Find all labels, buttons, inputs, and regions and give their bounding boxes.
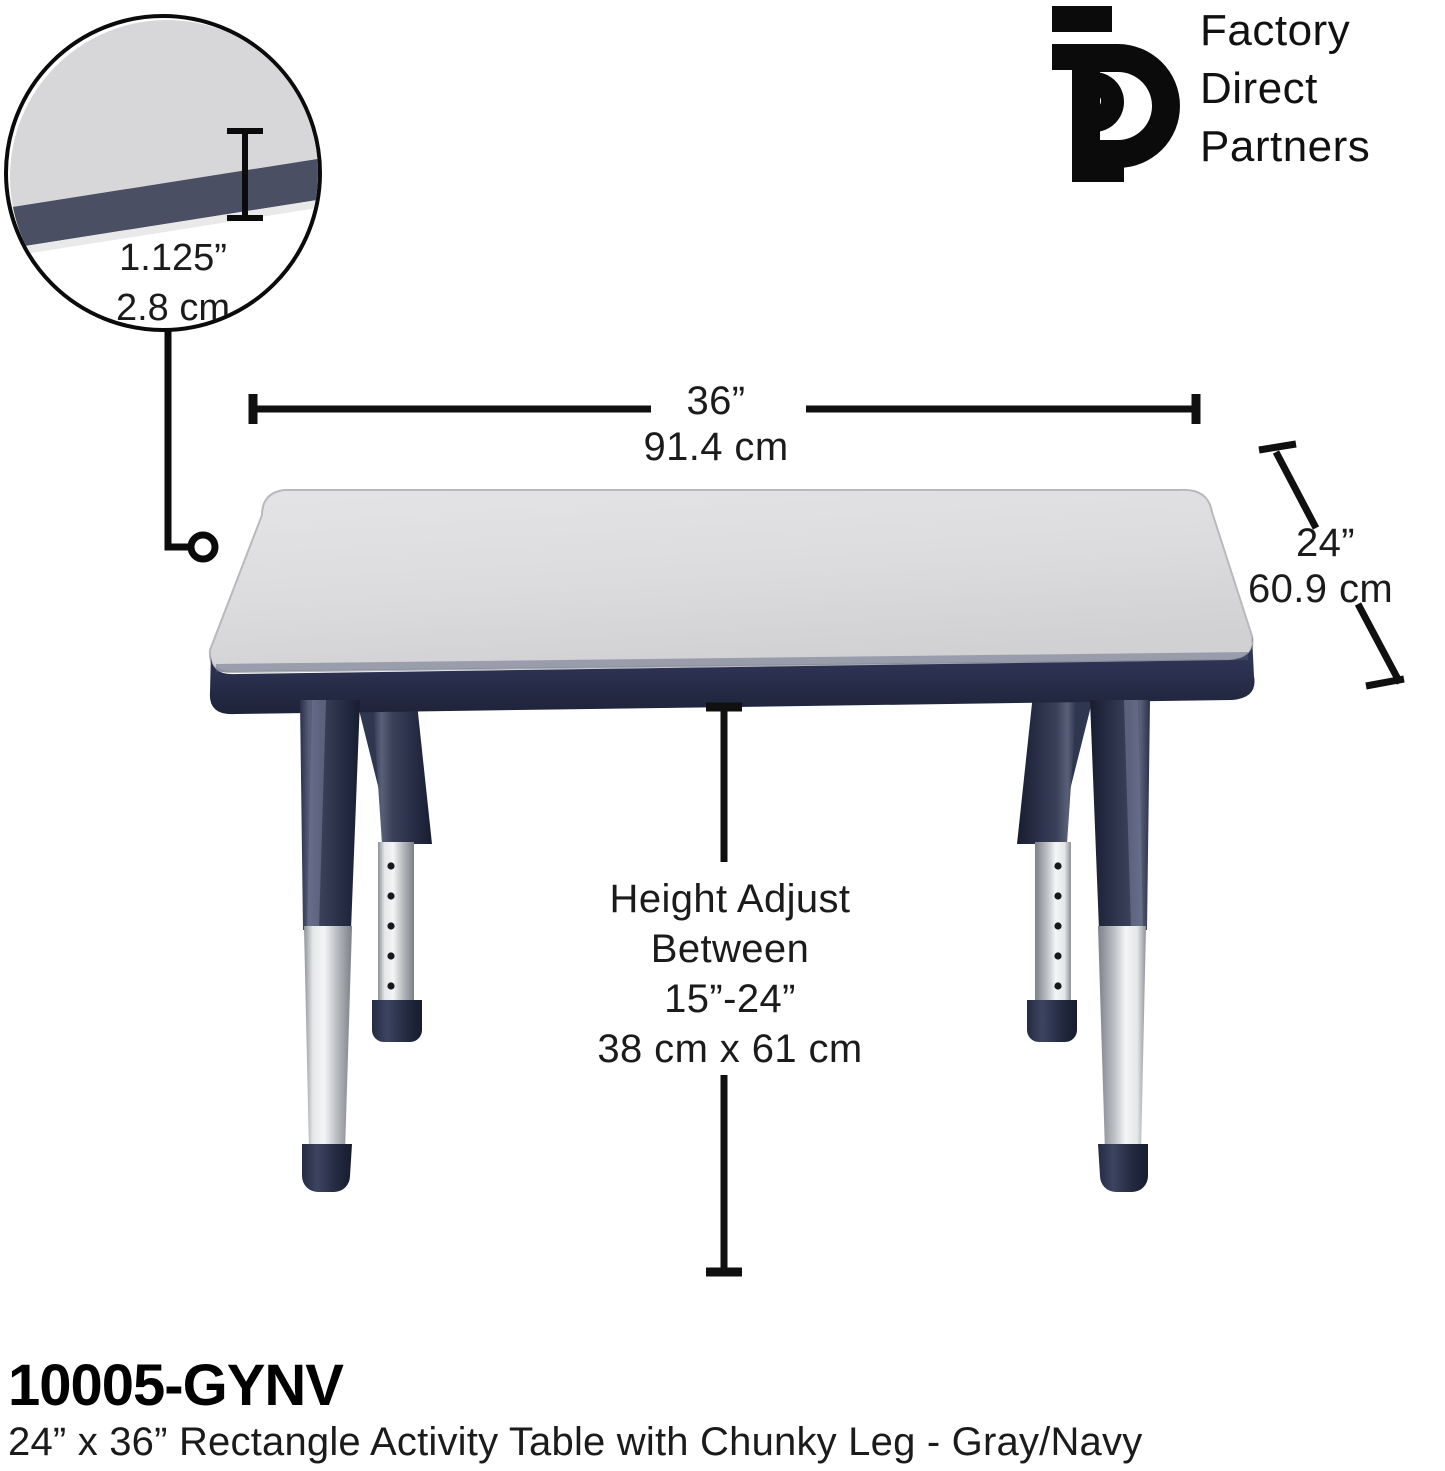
table-edge-band [210,636,1253,672]
brand-line-3: Partners [1200,122,1371,171]
callout-leader-line [164,330,219,563]
table-leg-rear-right [1017,694,1093,1042]
height-adjust-holes-icon [387,862,395,990]
fdp-monogram-icon [1052,6,1180,182]
height-adjust-holes-icon [1054,862,1062,990]
table-leg-rear-left [356,694,432,1042]
depth-centimeters: 60.9 cm [1248,567,1394,611]
edge-thickness-callout: 1.125” 2.8 cm [4,14,322,332]
brand-line-2: Direct [1200,64,1318,113]
brand-logo: Factory Direct Partners [1052,2,1444,182]
activity-table-illustration [208,488,1255,1192]
brand-line-1: Factory [1200,6,1351,55]
width-dimension-label: 36” 91.4 cm [566,378,866,470]
callout-measure-text: 1.125” 2.8 cm [58,233,288,329]
product-sku: 10005-GYNV [8,1353,344,1418]
height-adjust-line-2: Between [650,927,810,971]
width-centimeters: 91.4 cm [643,425,789,469]
height-adjust-label: Height Adjust Between 15”-24” 38 cm x 61… [530,874,930,1074]
table-leg-front-left [300,700,360,1192]
height-adjust-line-1: Height Adjust [609,877,851,921]
callout-inches: 1.125” [119,237,227,279]
depth-inches: 24” [1296,521,1356,565]
brand-wordmark: Factory Direct Partners [1200,2,1370,176]
height-adjust-line-3: 15”-24” [664,977,796,1021]
thickness-tick-icon [227,128,263,221]
product-description: 24” x 36” Rectangle Activity Table with … [8,1420,1143,1464]
callout-centimeters: 2.8 cm [115,287,231,329]
table-leg-front-right [1090,700,1150,1192]
height-adjust-line-4: 38 cm x 61 cm [597,1027,863,1071]
table-top-surface [208,488,1254,674]
depth-dimension-label: 24” 60.9 cm [1248,520,1445,612]
width-inches: 36” [686,379,746,423]
table-edge-front [209,636,1255,715]
